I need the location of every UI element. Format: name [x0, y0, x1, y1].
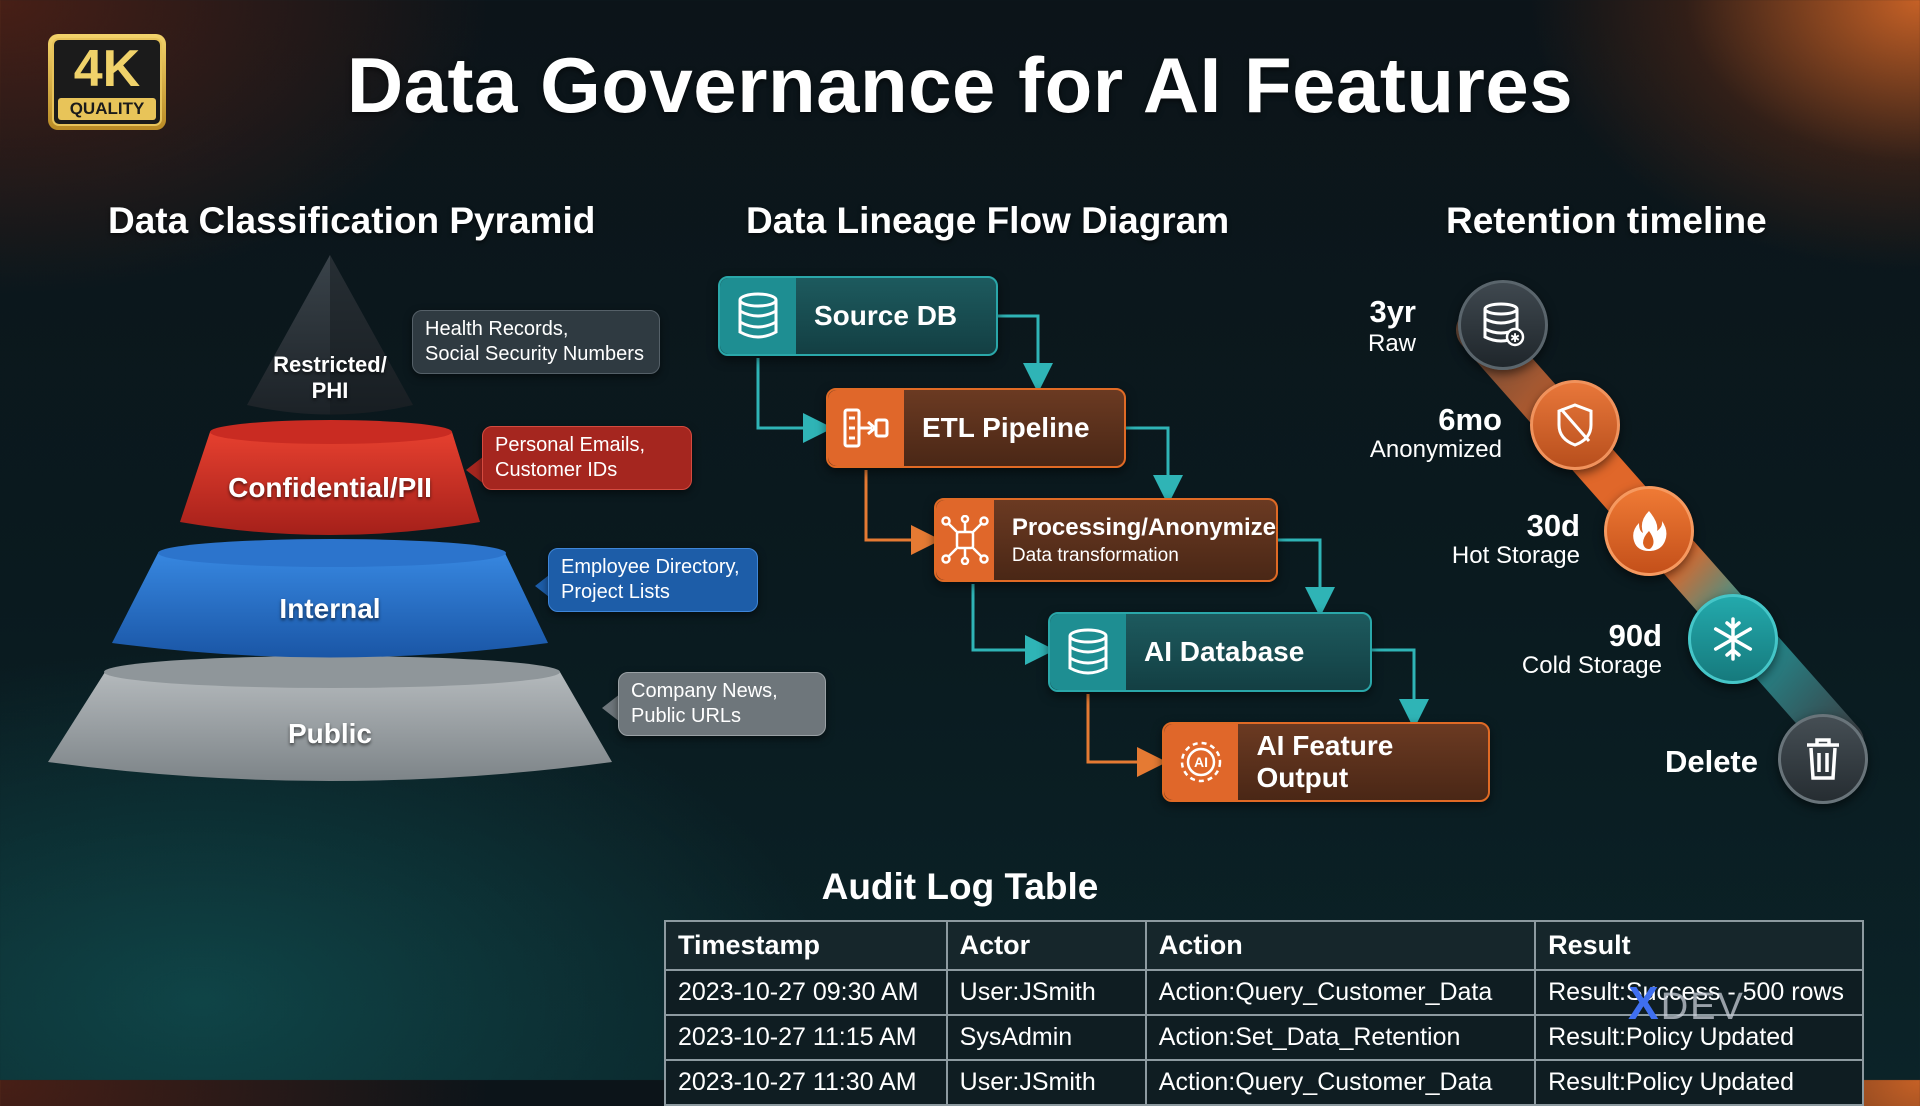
retention-stage-cold	[1688, 594, 1778, 684]
retention-label-raw: Raw	[1367, 330, 1416, 357]
node-ai-database[interactable]: AI Database	[1048, 612, 1372, 692]
pyramid-label-public: Public	[287, 718, 372, 749]
callout-confidential: Personal Emails,Customer IDs	[482, 426, 692, 490]
retention-stage-delete	[1778, 714, 1868, 804]
retention-label-hot: Hot Storage	[1451, 542, 1580, 569]
page-title: Data Governance for AI Features	[346, 41, 1574, 129]
node-label: ETL Pipeline	[922, 412, 1090, 443]
table-cell: User:JSmith	[945, 969, 1147, 1016]
node-source-db[interactable]: Source DB	[718, 276, 998, 356]
table-cell: Action:Query_Customer_Data	[1144, 1059, 1537, 1106]
audit-log-table: Timestamp Actor Action Result 2023-10-27…	[664, 920, 1864, 1106]
network-icon	[936, 500, 994, 580]
retention-stage-hot	[1604, 486, 1694, 576]
table-row: 2023-10-27 09:30 AM User:JSmith Action:Q…	[664, 969, 1864, 1016]
trash-icon	[1807, 738, 1839, 780]
retention-value-cold: 90d	[1608, 618, 1662, 653]
node-label: Processing/Anonymize Data transformation	[1011, 513, 1276, 566]
pyramid-level-internal	[112, 553, 548, 658]
pipeline-icon	[828, 390, 904, 466]
retention-title: Retention timeline	[1446, 200, 1767, 241]
callout-restricted: Health Records,Social Security Numbers	[412, 310, 660, 374]
svg-text:AI: AI	[1194, 754, 1208, 770]
table-cell: User:JSmith	[945, 1059, 1147, 1106]
callout-internal: Employee Directory,Project Lists	[548, 548, 758, 612]
ai-chip-icon: AI	[1164, 724, 1239, 800]
column-header: Timestamp	[664, 920, 948, 971]
table-cell: 2023-10-27 11:15 AM	[664, 1014, 948, 1061]
shield-off-icon	[1557, 403, 1593, 447]
table-cell: Action:Set_Data_Retention	[1144, 1014, 1537, 1061]
retention-stage-raw: ✱	[1458, 280, 1548, 370]
column-header: Actor	[945, 920, 1147, 971]
table-row: 2023-10-27 11:30 AM User:JSmith Action:Q…	[664, 1059, 1864, 1106]
node-label: AI Feature Output	[1256, 730, 1394, 793]
column-header: Action	[1144, 920, 1537, 971]
watermark-logo: XDEV	[1628, 977, 1745, 1029]
flame-icon	[1633, 511, 1667, 551]
svg-text:✱: ✱	[1510, 331, 1520, 345]
pyramid-level-public	[48, 672, 612, 781]
table-cell: SysAdmin	[945, 1014, 1147, 1061]
table-cell: Result:Success - 500 rows	[1534, 969, 1864, 1016]
node-processing-anonymize[interactable]: Processing/Anonymize Data transformation	[934, 498, 1278, 582]
snowflake-icon	[1713, 617, 1753, 661]
database-icon	[720, 278, 796, 354]
table-cell: 2023-10-27 09:30 AM	[664, 969, 948, 1016]
table-cell: 2023-10-27 11:30 AM	[664, 1059, 948, 1106]
column-header: Result	[1534, 920, 1864, 971]
retention-value-raw: 3yr	[1369, 294, 1416, 329]
table-cell: Result:Policy Updated	[1534, 1014, 1864, 1061]
pyramid-level-confidential	[180, 432, 480, 535]
pyramid-graphic	[48, 255, 620, 781]
table-header-row: Timestamp Actor Action Result	[664, 920, 1864, 971]
node-ai-feature-output[interactable]: AI AI Feature Output	[1162, 722, 1490, 802]
database-lock-icon: ✱	[1483, 302, 1525, 347]
retention-value-anonymized: 6mo	[1438, 402, 1502, 437]
pyramid-label-restricted: Restricted/ PHI	[273, 352, 387, 403]
quality-badge: 4K QUALITY	[48, 34, 166, 130]
callout-public: Company News,Public URLs	[618, 672, 826, 736]
lineage-title: Data Lineage Flow Diagram	[746, 200, 1230, 241]
retention-label-cold: Cold Storage	[1521, 652, 1662, 679]
node-label: AI Database	[1144, 636, 1305, 667]
retention-label-anonymized: Anonymized	[1369, 436, 1502, 463]
lineage-connectors	[756, 314, 1429, 777]
table-row: 2023-10-27 11:15 AM SysAdmin Action:Set_…	[664, 1014, 1864, 1061]
badge-4k-text: 4K	[73, 40, 141, 98]
retention-value-delete: Delete	[1664, 744, 1758, 779]
node-sublabel: Data transformation	[1011, 544, 1179, 566]
table-cell: Result:Policy Updated	[1534, 1059, 1864, 1106]
retention-stage-anonymized	[1530, 380, 1620, 470]
table-cell: Action:Query_Customer_Data	[1144, 969, 1537, 1016]
pyramid-title: Data Classification Pyramid	[108, 200, 596, 241]
retention-value-hot: 30d	[1526, 508, 1580, 543]
database-icon	[1050, 614, 1126, 690]
audit-title: Audit Log Table	[821, 866, 1099, 907]
pyramid-label-confidential: Confidential/PII	[228, 472, 432, 503]
badge-quality-text: QUALITY	[58, 98, 156, 120]
pyramid-label-internal: Internal	[279, 593, 381, 624]
node-etl-pipeline[interactable]: ETL Pipeline	[826, 388, 1126, 468]
node-label: Source DB	[814, 300, 958, 331]
